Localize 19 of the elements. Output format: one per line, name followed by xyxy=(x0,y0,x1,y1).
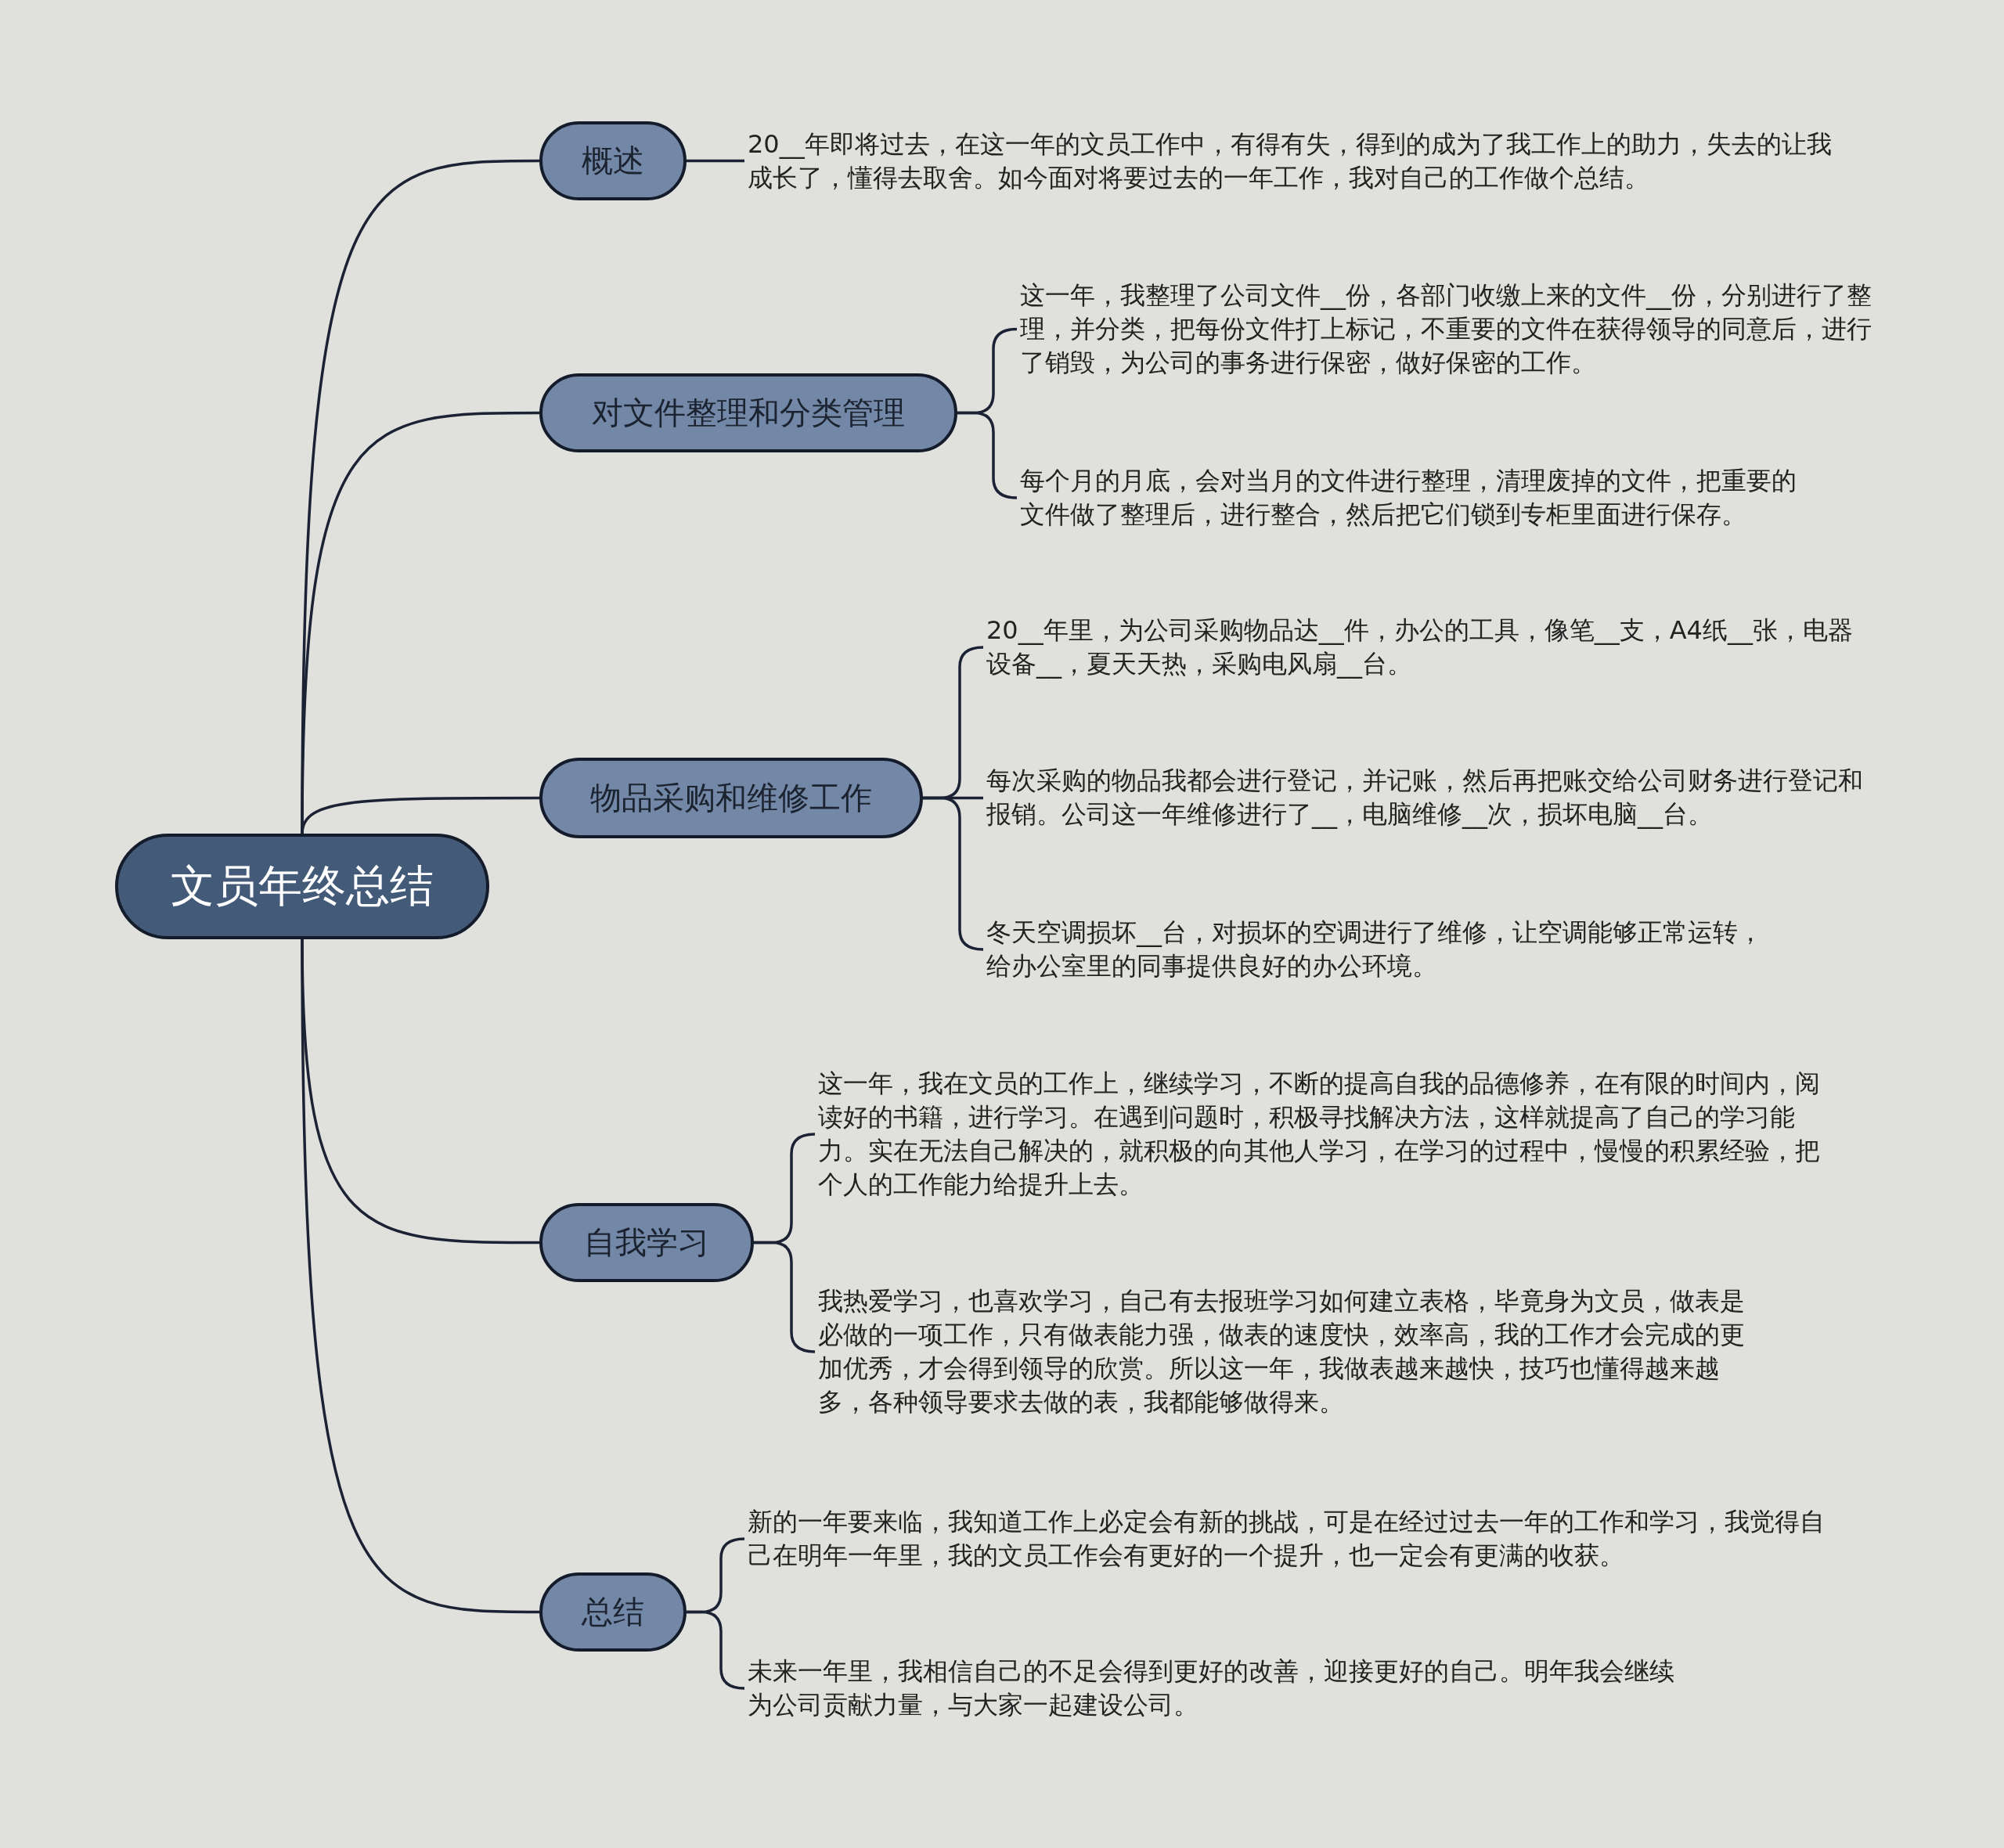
topic-box: 物品采购和维修工作 xyxy=(539,758,923,838)
topic-box: 总结 xyxy=(539,1572,687,1652)
connector-line xyxy=(687,159,744,163)
note-text: 每个月的月底，会对当月的文件进行整理，清理废掉的文件，把重要的文件做了整理后，进行整合，然后把它们锁到专柜里面进行保存。 xyxy=(1020,464,1818,531)
note-text: 未来一年里，我相信自己的不足会得到更好的改善，迎接更好的自己。明年我会继续为公司贡献力量，与大家一起建设公司。 xyxy=(748,1655,1687,1722)
topic-box: 自我学习 xyxy=(539,1203,754,1282)
topic-box: 对文件整理和分类管理 xyxy=(539,373,957,452)
note-text: 20__年里，为公司采购物品达__件，办公的工具，像笔__支，A4纸__张，电器设备__，夏天天热，采购电风扇__台。 xyxy=(986,614,1871,681)
note-text: 每次采购的物品我都会进行登记，并记账，然后再把账交给公司财务进行登记和报销。公司这一年维修进行了__，电脑维修__次，损坏电脑__台。 xyxy=(986,764,1871,831)
note-text: 新的一年要来临，我知道工作上必定会有新的挑战，可是在经过过去一年的工作和学习，我觉得自己在明年一年里，我的文员工作会有更好的一个提升，也一定会有更满的收获。 xyxy=(748,1505,1828,1572)
connector-line xyxy=(301,796,539,834)
connector-line xyxy=(301,939,539,1614)
root-topic-box: 文员年终总结 xyxy=(115,834,489,939)
note-text: 这一年，我整理了公司文件__份，各部门收缴上来的文件__份，分别进行了整理，并分类，把每份文件打上标记，不重要的文件在获得领导的同意后，进行了销毁，为公司的事务进行保密，做好保密的工作。 xyxy=(1020,279,1881,380)
note-text: 这一年，我在文员的工作上，继续学习，不断的提高自我的品德修养，在有限的时间内，阅读好的书籍，进行学习。在遇到问题时，积极寻找解决方法，这样就提高了自己的学习能力。实在无法自己解决的，就积极的向其他人学习，在学习的过程中，慢慢的积累经验，把个人的工作能力给提升上去。 xyxy=(818,1067,1836,1201)
topic-box: 概述 xyxy=(539,121,687,200)
note-text: 20__年即将过去，在这一年的文员工作中，有得有失，得到的成为了我工作上的助力，失去的让我成长了，懂得去取舍。如今面对将要过去的一年工作，我对自己的工作做个总结。 xyxy=(748,128,1851,195)
note-text: 我热爱学习，也喜欢学习，自己有去报班学习如何建立表格，毕竟身为文员，做表是必做的一项工作，只有做表能力强，做表的速度快，效率高，我的工作才会完成的更加优秀，才会得到领导的欣赏。所以这一年，我做表越来越快，技巧也懂得越来越多，各种领导要求去做的表，我都能够做得来。 xyxy=(818,1284,1757,1419)
note-text: 冬天空调损坏__台，对损坏的空调进行了维修，让空调能够正常运转，给办公室里的同事提供良好的办公环境。 xyxy=(986,916,1785,983)
